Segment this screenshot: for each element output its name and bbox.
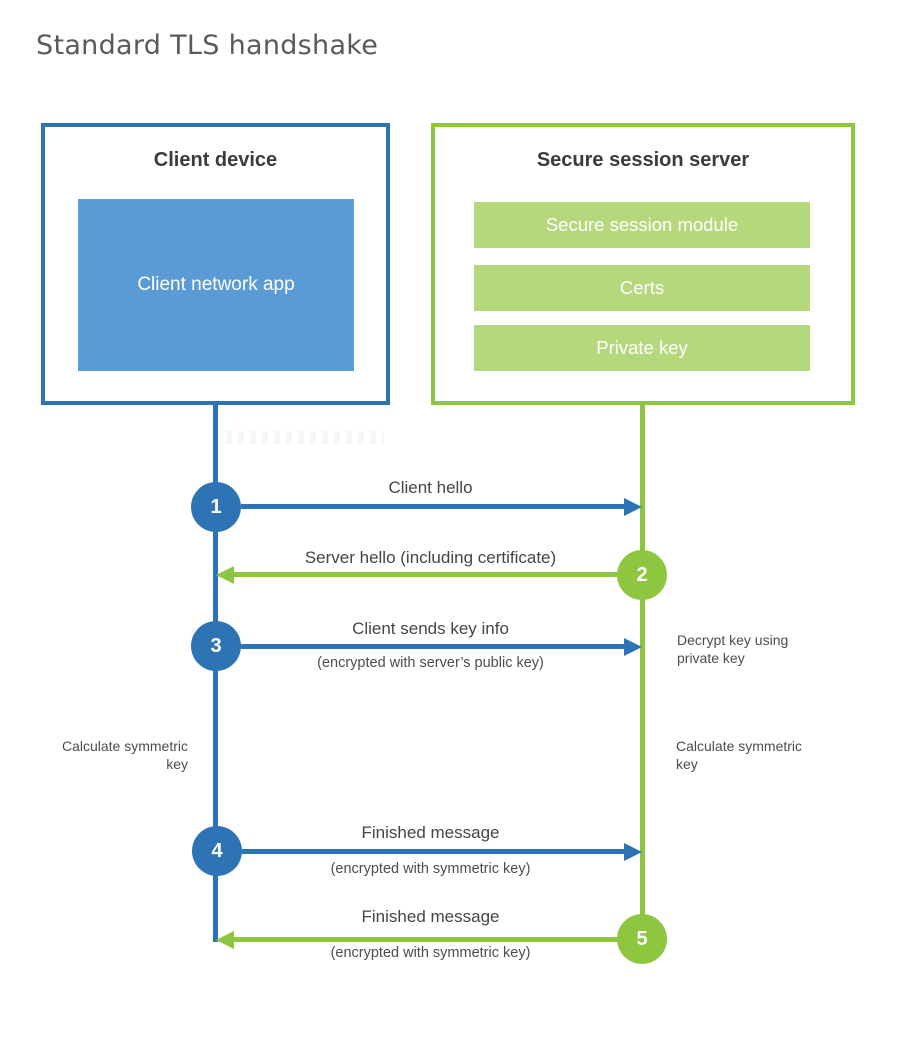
secure-session-server-title: Secure session server — [536, 149, 750, 171]
step-4-arrowhead-right — [624, 843, 642, 861]
step-2-arrow-line — [234, 572, 617, 577]
step-5-arrowhead-left — [216, 931, 234, 949]
server-module-private-key: Private key — [474, 325, 810, 371]
client-network-app-label: Client network app — [137, 274, 295, 296]
note-decrypt-key: Decrypt key using private key — [677, 632, 789, 666]
note-calculate-symmetric-key-server: Calculate symmetric key — [676, 738, 803, 772]
step-3-arrowhead-right — [624, 638, 642, 656]
client-network-app-box: Client network app — [78, 199, 354, 371]
step-2-badge: 2 — [617, 550, 667, 600]
server-module-secure-session-module: Secure session module — [474, 202, 810, 248]
step-5-sublabel: (encrypted with symmetric key) — [330, 945, 531, 961]
note-calculate-symmetric-key-client: Calculate symmetric key — [61, 738, 188, 772]
client-device-title: Client device — [153, 149, 278, 171]
server-module-certs: Certs — [474, 265, 810, 311]
step-5-label: Finished message — [361, 907, 500, 926]
step-3-arrow-line — [241, 644, 624, 649]
step-5-arrow-line — [234, 937, 617, 942]
step-3-label: Client sends key info — [352, 619, 509, 638]
step-4-sublabel: (encrypted with symmetric key) — [330, 861, 531, 877]
step-2-arrowhead-left — [216, 566, 234, 584]
step-1-arrow-line — [241, 504, 624, 509]
client-lifeline — [213, 405, 218, 942]
page-title: Standard TLS handshake — [36, 30, 379, 61]
step-4-arrow-line — [242, 849, 624, 854]
faint-artifact — [226, 431, 384, 444]
step-1-label: Client hello — [388, 478, 473, 497]
step-3-badge: 3 — [191, 621, 241, 671]
step-4-badge: 4 — [192, 826, 242, 876]
step-2-label: Server hello (including certificate) — [304, 548, 557, 567]
step-4-label: Finished message — [361, 823, 500, 842]
step-1-badge: 1 — [191, 482, 241, 532]
step-3-sublabel: (encrypted with server’s public key) — [317, 655, 544, 671]
step-1-arrowhead-right — [624, 498, 642, 516]
step-5-badge: 5 — [617, 914, 667, 964]
server-lifeline — [640, 405, 645, 941]
